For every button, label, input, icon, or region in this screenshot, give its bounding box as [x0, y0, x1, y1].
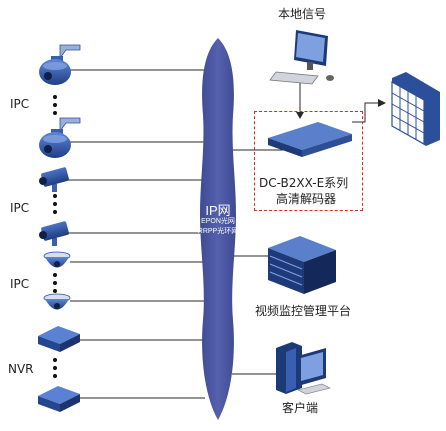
connection-lines [68, 69, 380, 399]
ip-network-cloud [200, 38, 236, 420]
local-pc-icon [269, 30, 334, 85]
dome-camera-icon [43, 251, 71, 268]
decoder-highlight-box [254, 111, 363, 211]
nvr-device-icon [38, 326, 80, 352]
decoder-name-label: 高清解码器 [276, 192, 337, 206]
ptz-camera-icon [39, 44, 81, 85]
ipc-label: IPC [10, 97, 30, 111]
client-pc-icon [276, 342, 331, 395]
local-signal-label: 本地信号 [278, 7, 327, 21]
dome-camera-icon [43, 293, 71, 310]
decoder-model-label: DC-B2XX-E系列 [259, 176, 349, 190]
video-wall-icon [391, 72, 440, 146]
bullet-camera-icon [39, 167, 69, 192]
ptz-camera-icon [39, 117, 81, 158]
decoder-device-icon [268, 122, 352, 157]
network-subtitle-rrpp: RRPP光环网 [197, 228, 239, 235]
ellipsis-dots [53, 95, 57, 378]
nvr-label: NVR [8, 362, 34, 376]
ipc-label: IPC [10, 277, 30, 291]
platform-label: 视频监控管理平台 [255, 304, 352, 318]
nvr-device-icon [38, 386, 80, 412]
arrow-right-icon [378, 99, 386, 107]
ipc-label: IPC [10, 201, 30, 215]
client-label: 客户端 [282, 401, 319, 415]
arrow-down-icon [296, 112, 304, 119]
server-icon [268, 236, 336, 294]
network-title: IP网 [205, 203, 231, 218]
bullet-camera-icon [39, 221, 69, 246]
network-subtitle-epon: EPON光网 [201, 218, 235, 225]
